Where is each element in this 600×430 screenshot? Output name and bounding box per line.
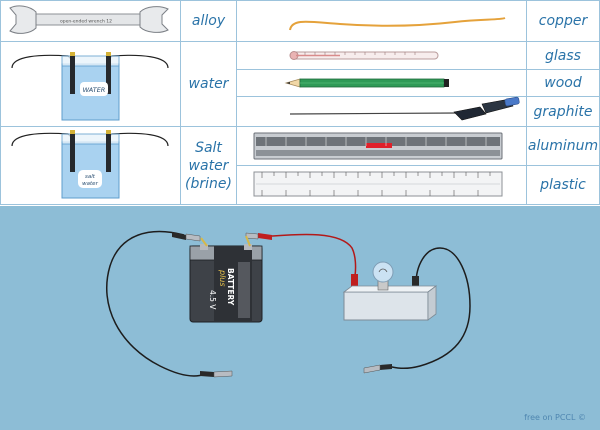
copper-wire-object[interactable] [289,17,506,31]
sample-label-brine: Salt water (brine) [180,126,237,205]
light-bulb[interactable] [372,261,394,283]
mechanical-pencil-object[interactable] [289,96,520,121]
clip-red-top[interactable] [245,232,272,240]
material-label-aluminum: aluminum [527,138,599,154]
clip-bottom-left[interactable] [200,370,233,378]
material-label-plastic: plastic [540,177,586,193]
brine-beaker-label-line-2: water [82,181,98,187]
brine-beaker[interactable]: salt water [11,130,169,199]
battery-brand-sub: plus [218,269,227,287]
plastic-ruler-object[interactable] [253,171,503,197]
circuit-diagram: BATTERY plus 4.5 V [106,230,471,378]
sample-label-alloy: alloy [191,13,226,29]
materials-table: alloy copper water glass wood graphite S… [0,0,600,205]
pencil-object[interactable] [284,78,449,88]
battery-voltage: 4.5 V [208,290,217,310]
material-label-glass: glass [545,47,581,64]
material-label-wood: wood [544,75,582,91]
material-label-graphite: graphite [533,103,593,120]
thermometer-object[interactable] [289,51,439,60]
lamp-holder[interactable] [342,279,438,321]
battery-4-5v[interactable]: BATTERY plus 4.5 V [189,235,263,323]
water-beaker-label: WATER [83,86,106,94]
sample-label-brine-line-1: Salt [195,139,222,156]
brine-beaker-label-line-1: salt [85,174,96,180]
clip-black-top[interactable] [172,232,201,242]
credit-text: free on PCCL © [524,413,586,422]
battery-brand: BATTERY [226,268,235,306]
wire-right-lead[interactable] [387,247,471,370]
materials-illustrations: open-ended wrench 12 [9,5,520,199]
water-beaker[interactable]: WATER [11,52,169,121]
wrench-engraving: open-ended wrench 12 [60,19,112,25]
circuit-workbench: BATTERY plus 4.5 V free on PCCL © [0,206,600,430]
sample-label-water: water [188,76,229,92]
sample-label-brine-line-3: (brine) [185,175,232,192]
clip-bottom-right[interactable] [363,364,392,374]
metal-ruler-object[interactable] [253,132,503,160]
wire-left-lead[interactable] [106,230,206,377]
wrench-object[interactable]: open-ended wrench 12 [9,5,169,34]
wire-red-lead[interactable] [271,233,357,277]
material-label-copper: copper [538,13,588,29]
sample-label-brine-line-2: water [188,157,229,174]
